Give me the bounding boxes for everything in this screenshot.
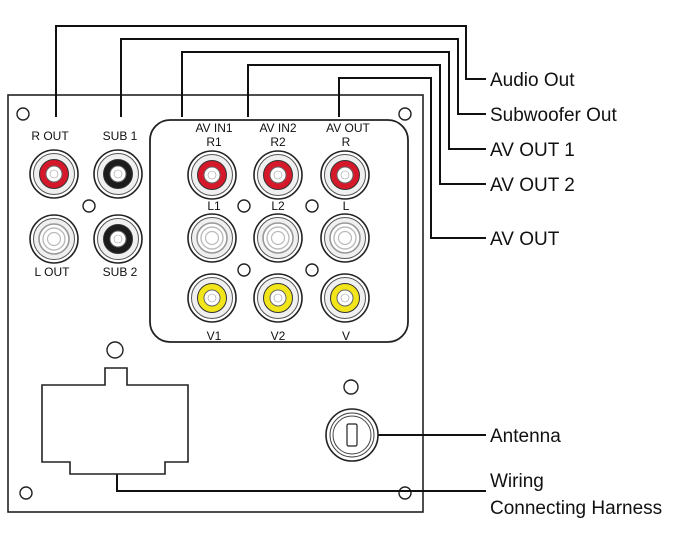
label-v1: V1 xyxy=(207,329,222,343)
jack-l xyxy=(320,213,370,263)
callout-antenna: Antenna xyxy=(490,426,561,447)
mounting-hole xyxy=(343,379,359,395)
jack-l2 xyxy=(253,213,303,263)
jack-sub1 xyxy=(93,149,143,199)
label-sub2: SUB 2 xyxy=(103,265,138,279)
label-l: L xyxy=(343,199,350,213)
jack-r-out xyxy=(29,149,79,199)
jack-l-out xyxy=(29,214,79,264)
leader-av-out-1 xyxy=(181,51,486,150)
mounting-hole xyxy=(16,107,30,121)
mounting-holes xyxy=(16,107,412,500)
jack-v xyxy=(320,273,370,323)
label-r2: R2 xyxy=(270,135,286,149)
harness-connector xyxy=(41,367,189,475)
label-av-out-panel: AV OUT xyxy=(326,121,370,135)
antenna-jack xyxy=(325,408,379,462)
mounting-hole xyxy=(82,199,96,213)
leader-av-out-2 xyxy=(247,64,486,185)
label-av-in2: AV IN2 xyxy=(259,121,296,135)
label-l2: L2 xyxy=(271,199,285,213)
leader-lines xyxy=(55,25,486,492)
mounting-hole xyxy=(237,199,251,213)
jack-l1 xyxy=(187,213,237,263)
label-l1: L1 xyxy=(207,199,221,213)
rca-jacks xyxy=(29,149,370,323)
mounting-hole xyxy=(305,199,319,213)
leader-subwoofer-out xyxy=(120,38,486,117)
callout-av-out: AV OUT xyxy=(490,229,560,250)
label-v2: V2 xyxy=(271,329,286,343)
leader-audio-out xyxy=(55,25,486,117)
mounting-hole xyxy=(305,263,319,277)
callout-audio-out: Audio Out xyxy=(490,70,575,91)
mounting-hole xyxy=(106,341,124,359)
label-av-in1: AV IN1 xyxy=(195,121,232,135)
jack-r xyxy=(320,150,370,200)
jack-v2 xyxy=(253,273,303,323)
mounting-hole xyxy=(398,107,412,121)
leader-av-out xyxy=(338,77,486,239)
label-v: V xyxy=(342,329,350,343)
jack-r1 xyxy=(187,150,237,200)
jack-v1 xyxy=(187,273,237,323)
mounting-hole xyxy=(237,263,251,277)
leader-wiring xyxy=(116,474,486,492)
mounting-hole xyxy=(19,486,33,500)
callout-wiring-line1: Wiring xyxy=(490,471,544,492)
label-l-out: L OUT xyxy=(35,265,71,279)
callout-av-out-1: AV OUT 1 xyxy=(490,140,575,161)
label-r: R xyxy=(342,135,351,149)
callout-av-out-2: AV OUT 2 xyxy=(490,175,575,196)
callout-wiring-line2: Connecting Harness xyxy=(490,498,662,519)
callout-subwoofer-out: Subwoofer Out xyxy=(490,105,617,126)
label-r-out: R OUT xyxy=(31,129,69,143)
jack-sub2 xyxy=(93,214,143,264)
mounting-hole xyxy=(398,486,412,500)
jack-r2 xyxy=(253,150,303,200)
label-sub1: SUB 1 xyxy=(103,129,138,143)
label-r1: R1 xyxy=(206,135,222,149)
